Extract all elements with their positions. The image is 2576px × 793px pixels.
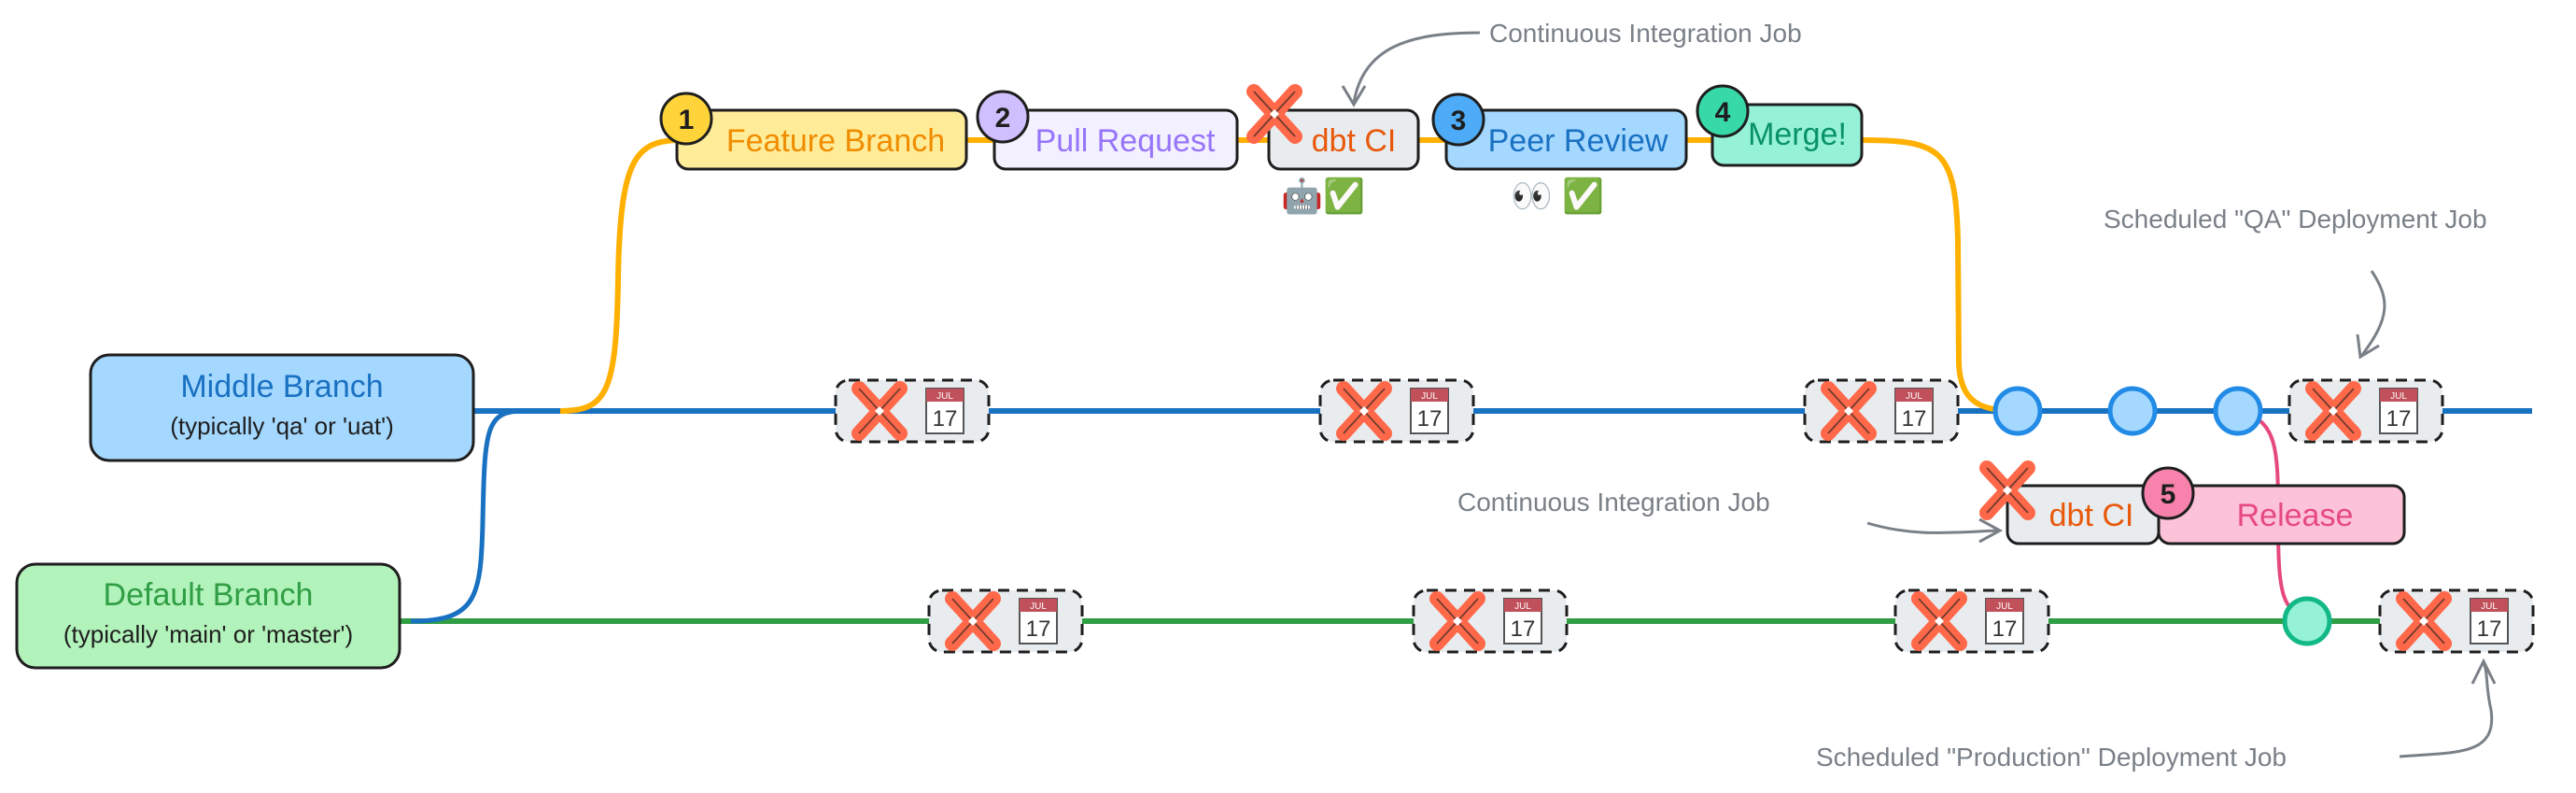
feature-branch-line [559,137,1718,414]
calendar-icon: JUL 17 [2379,388,2418,434]
calendar-icon: JUL 17 [1985,598,2024,644]
commit-node[interactable] [1992,386,2043,436]
job-card[interactable]: JUL 17 [1893,588,2050,654]
calendar-day: 17 [933,406,958,432]
calendar-icon: JUL 17 [1019,598,1058,644]
calendar-month: JUL [936,391,953,402]
calendar-day: 17 [1992,616,2018,642]
release-label: Release [2237,498,2354,533]
default-branch-title: Default Branch [104,577,314,613]
calendar-day: 17 [1026,616,1051,642]
calendar-icon: JUL 17 [2470,598,2509,644]
feature-branch-label: Feature Branch [726,123,945,159]
qa-job-arrow [2356,270,2386,360]
merge-line [1861,137,2019,414]
dbt-ci-bottom-label: dbt CI [2049,498,2134,533]
calendar-day: 17 [1417,406,1443,432]
release-commit-node[interactable] [2282,596,2332,646]
merge-label: Merge! [1748,117,1847,152]
job-card[interactable]: JUL 17 [927,588,1084,654]
commit-node[interactable] [2107,386,2158,436]
step-1-badge [659,92,713,146]
peer-review-label: Peer Review [1488,123,1668,159]
ci-status-check: 🤖✅ [1281,177,1365,215]
calendar-month: JUL [1996,602,2013,612]
dbt-ci-bottom-box[interactable]: dbt CI [1987,468,2161,545]
calendar-day: 17 [2477,616,2502,642]
calendar-month: JUL [1514,602,1531,612]
qa-deployment-job-card[interactable]: JUL 17 [2287,378,2444,444]
step-4-badge [1696,84,1750,138]
calendar-month: JUL [1030,602,1047,612]
production-deployment-job-card[interactable]: JUL 17 [2378,588,2535,654]
peer-review-step[interactable]: Peer Review 3 [1431,92,1688,171]
feature-branch-step[interactable]: Feature Branch 1 [659,92,968,171]
qa-job-annotation: Scheduled "QA" Deployment Job [2104,205,2487,234]
prod-job-arrow [2399,658,2497,758]
calendar-day: 17 [2386,406,2412,432]
calendar-icon: JUL 17 [925,388,964,434]
calendar-icon: JUL 17 [1894,388,1934,434]
job-card[interactable]: JUL 17 [1412,588,1569,654]
step-2-number: 2 [995,103,1011,134]
job-card[interactable]: JUL 17 [1318,378,1475,444]
middle-branch-subtitle: (typically 'qa' or 'uat') [170,412,394,440]
step-5-number: 5 [2161,479,2176,510]
ci-top-arrow [1341,31,1481,107]
middle-branch-box[interactable]: Middle Branch (typically 'qa' or 'uat') [89,353,475,462]
step-1-number: 1 [679,105,695,135]
default-branch-subtitle: (typically 'main' or 'master') [63,620,353,648]
calendar-day: 17 [1902,406,1927,432]
ci-bottom-annotation: Continuous Integration Job [1457,488,1770,517]
pull-request-label: Pull Request [1035,123,1216,159]
calendar-month: JUL [2390,391,2407,402]
review-status-check: 👀 ✅ [1511,177,1604,215]
default-to-middle-connector [410,408,524,624]
calendar-month: JUL [1421,391,1438,402]
calendar-month: JUL [2481,602,2498,612]
dbt-ci-top-label: dbt CI [1312,123,1397,159]
step-2-badge [976,90,1030,144]
calendar-day: 17 [1511,616,1536,642]
release-step[interactable]: Release 5 [2141,466,2406,545]
pull-request-step[interactable]: Pull Request 2 [976,90,1239,171]
prod-job-annotation: Scheduled "Production" Deployment Job [1816,743,2287,772]
middle-branch-title: Middle Branch [180,369,383,404]
default-branch-box[interactable]: Default Branch (typically 'main' or 'mas… [15,562,401,670]
ci-top-annotation: Continuous Integration Job [1489,19,1802,48]
job-card[interactable]: JUL 17 [1803,378,1960,444]
ci-bottom-arrow [1866,517,2004,544]
step-3-badge [1431,92,1485,147]
calendar-month: JUL [1906,391,1922,402]
calendar-icon: JUL 17 [1410,388,1449,434]
step-4-number: 4 [1715,97,1731,128]
dbt-ci-top-box[interactable]: dbt CI [1254,92,1420,171]
commit-node[interactable] [2213,386,2263,436]
calendar-icon: JUL 17 [1503,598,1542,644]
step-5-badge [2141,466,2195,520]
job-card[interactable]: JUL 17 [834,378,991,444]
step-3-number: 3 [1451,106,1467,136]
merge-step[interactable]: Merge! 4 [1696,84,1864,167]
